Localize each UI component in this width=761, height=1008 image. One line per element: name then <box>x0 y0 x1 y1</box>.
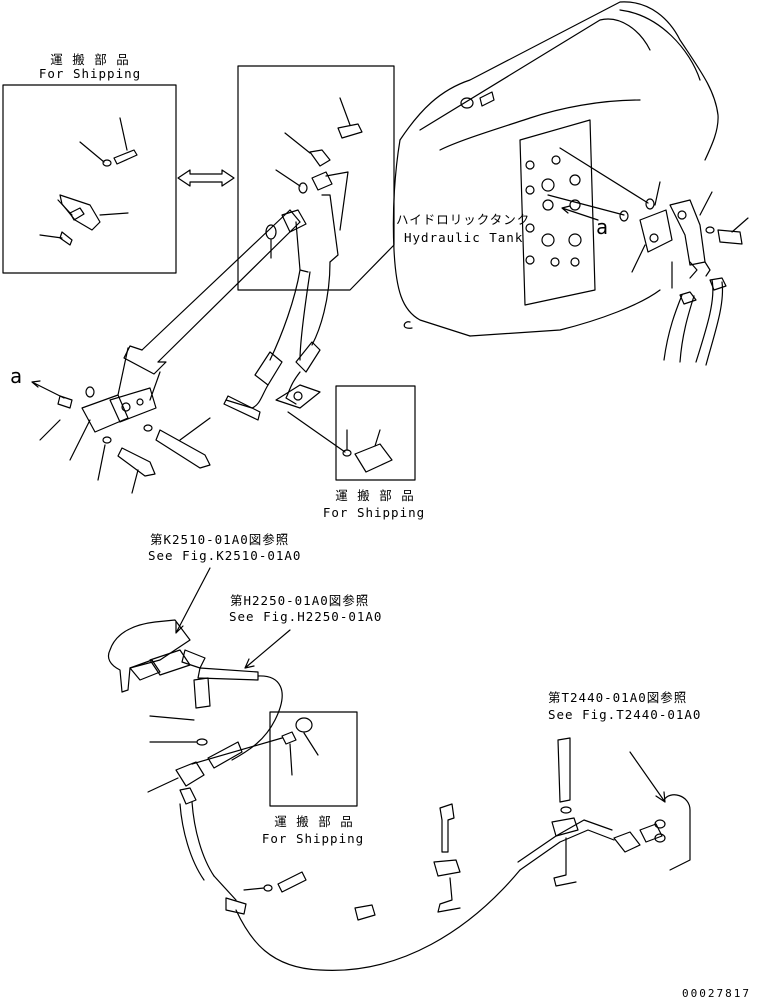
lower-hose <box>180 802 614 970</box>
tank-port-panel <box>520 120 595 305</box>
ref-arrow-t2440 <box>630 752 665 802</box>
shipping-label-3-en: For Shipping <box>261 831 365 846</box>
shipping-label-2-en: For Shipping <box>322 505 426 520</box>
shipping-label-1-jp: 運 搬 部 品 <box>50 52 130 67</box>
shipping-box-2-parts <box>266 98 362 272</box>
lower-clamps <box>244 738 578 920</box>
shipping-box-4-parts <box>192 718 318 775</box>
pilot-hose-h2250 <box>198 668 282 768</box>
document-number: 00027817 <box>682 987 751 1000</box>
shipping-box-3 <box>336 386 415 480</box>
shipping-box-4 <box>270 712 357 806</box>
lower-fittings-left <box>148 678 210 804</box>
ref-arrow-k2510 <box>176 568 210 633</box>
shipping-label-2-jp: 運 搬 部 品 <box>335 488 415 503</box>
shipping-box-1 <box>3 85 176 273</box>
ref-marker-tank: a <box>596 215 609 239</box>
ref-arrow-tank <box>562 206 598 220</box>
shipping-box-1-parts <box>40 118 137 245</box>
ref-arrow-left <box>32 381 64 398</box>
double-arrow <box>178 170 234 186</box>
shipping-box-3-parts <box>288 412 392 472</box>
ref-k2510-en: See Fig.K2510-01A0 <box>148 548 302 563</box>
ref-t2440-en: See Fig.T2440-01A0 <box>548 707 702 722</box>
shipping-box-2 <box>238 66 394 290</box>
right-fitting-t2440 <box>614 795 690 870</box>
ref-k2510-jp: 第K2510-01A0図参照 <box>150 532 290 547</box>
ref-h2250-jp: 第H2250-01A0図参照 <box>230 593 370 608</box>
hydraulic-tank <box>393 2 718 336</box>
ref-t2440-jp: 第T2440-01A0図参照 <box>548 690 688 705</box>
shipping-label-1-en: For Shipping <box>38 66 142 81</box>
ref-marker-left: a <box>10 364 23 388</box>
ref-h2250-en: See Fig.H2250-01A0 <box>229 609 383 624</box>
valve-bracket <box>108 620 205 692</box>
suction-tube <box>118 210 300 400</box>
hydraulic-tank-label-jp: ハイドロリックタンク <box>396 212 531 227</box>
shipping-label-3-jp: 運 搬 部 品 <box>274 814 354 829</box>
tank-return-fittings <box>548 148 748 365</box>
hydraulic-tank-label-en: Hydraulic Tank <box>404 230 524 245</box>
drain-hoses <box>224 262 330 420</box>
ref-arrow-h2250 <box>245 630 290 668</box>
left-flange-assembly <box>40 387 210 493</box>
